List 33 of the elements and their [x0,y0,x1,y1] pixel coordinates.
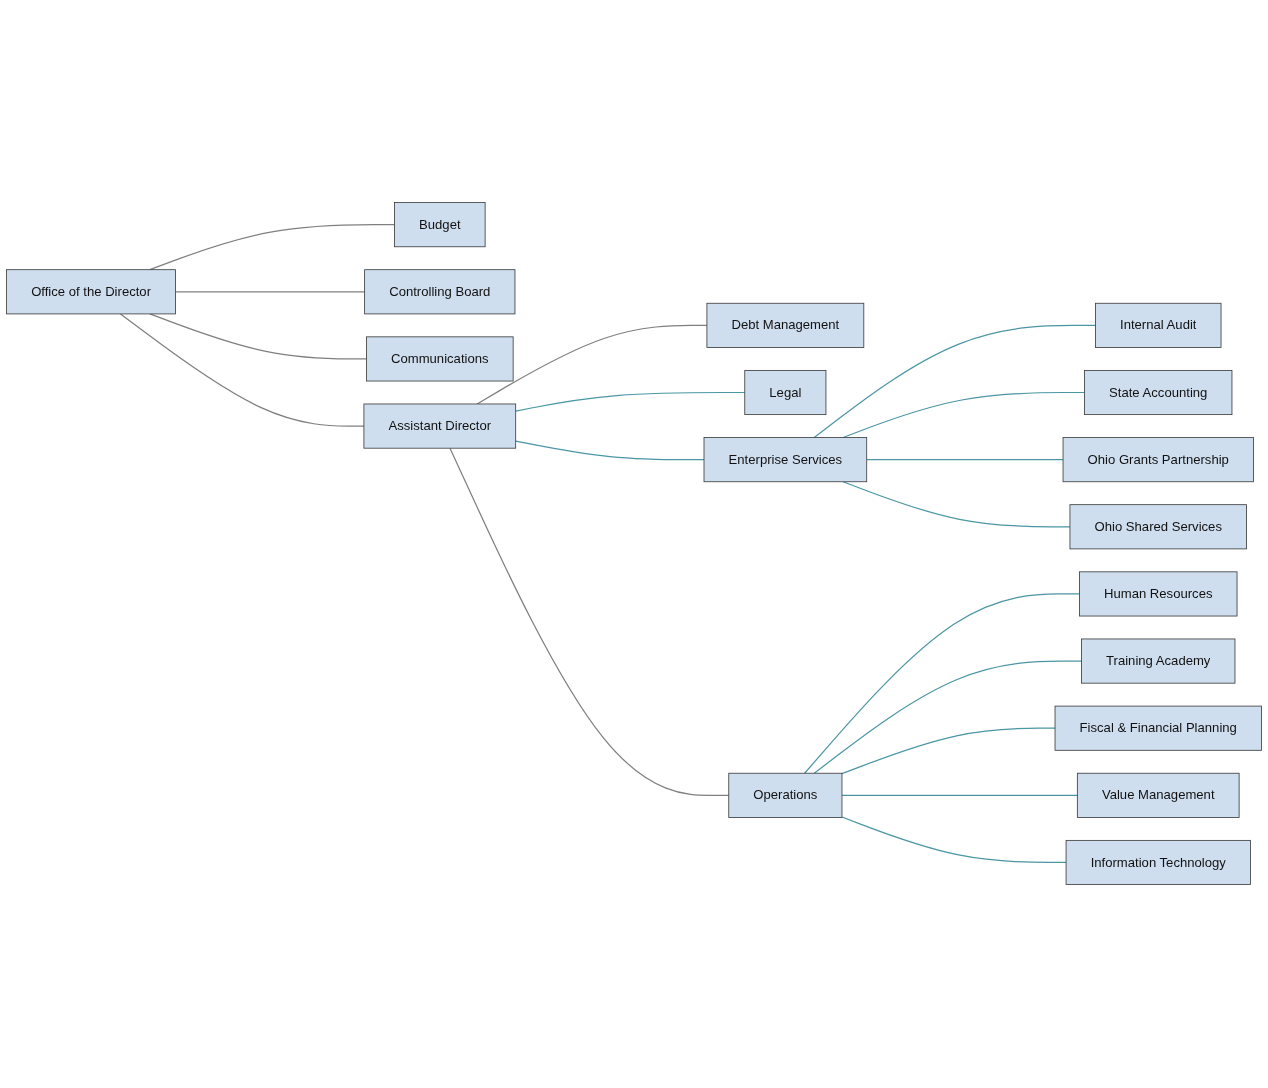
connector [515,440,705,461]
connector [449,448,730,797]
node-box: State Accounting [1084,370,1233,416]
node-box: Ohio Grants Partnership [1062,437,1254,483]
node-box: Enterprise Services [703,437,868,483]
node-box: Communications [366,336,514,382]
node-box: Fiscal & Financial Planning [1054,706,1262,752]
node-box: Internal Audit [1095,303,1222,349]
node-box: Human Resources [1079,571,1238,617]
node-box: Assistant Director [363,403,517,449]
connector [842,392,1086,439]
node-box: Controlling Board [364,269,516,315]
node-box: Legal [744,370,827,416]
connector [841,728,1056,775]
connector [149,224,396,271]
connector [174,291,366,293]
node-box: Value Management [1076,773,1240,819]
connector [813,325,1097,439]
connector [866,459,1064,461]
node-box: Budget [394,202,486,248]
node-box: Debt Management [706,303,865,349]
connector [841,816,1067,864]
node-box: Ohio Shared Services [1069,504,1247,550]
connector [804,593,1081,775]
connector [813,660,1083,775]
connector [841,795,1078,797]
node-box: Training Academy [1081,638,1236,684]
node-box: Information Technology [1065,840,1251,886]
connector [119,313,365,428]
connector [476,325,708,405]
node-box: Operations [728,773,843,819]
connector [515,392,746,413]
node-box: Office of the Director [6,269,176,315]
